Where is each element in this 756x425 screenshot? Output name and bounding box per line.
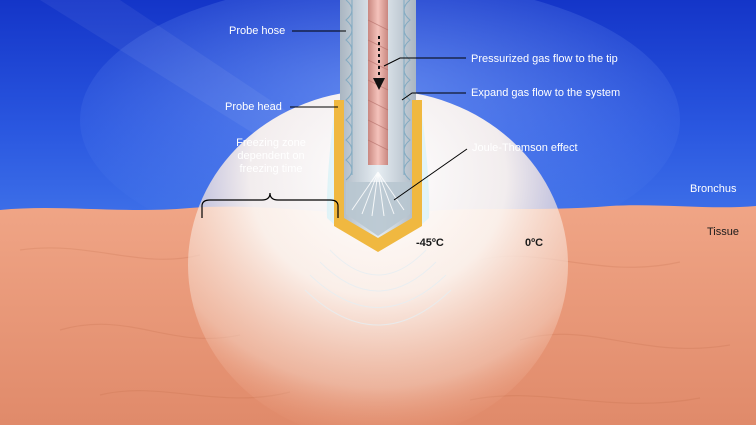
label-temp-edge: 0ºC	[525, 237, 544, 249]
leader-pressurized-gas	[383, 57, 466, 67]
label-temp-tip: -45ºC	[416, 237, 444, 249]
probe-head-gold	[334, 100, 422, 252]
label-freezing-zone: Freezing zone dependent on freezing time	[228, 137, 314, 176]
curly-brace-icon	[201, 192, 339, 218]
label-bronchus: Bronchus	[690, 183, 737, 195]
expansion-spray	[351, 171, 405, 217]
leader-joule-thomson	[393, 148, 468, 201]
label-pressurized-gas: Pressurized gas flow to the tip	[471, 53, 618, 65]
label-freezing-zone-line-1: Freezing zone	[236, 137, 306, 149]
label-probe-head: Probe head	[225, 101, 282, 113]
leader-expand-gas	[401, 92, 466, 101]
label-tissue: Tissue	[707, 226, 739, 238]
return-tubing	[345, 0, 411, 181]
label-probe-hose: Probe hose	[229, 25, 286, 37]
freezing-zone	[188, 90, 568, 425]
label-freezing-zone-line-2: dependent on	[237, 150, 305, 162]
ice-contours	[304, 249, 452, 326]
label-expand-gas: Expand gas flow to the system	[471, 87, 621, 99]
label-joule-thomson: Joule-Thomson effect	[472, 142, 578, 154]
dotted-down-arrow-icon	[373, 36, 385, 90]
label-freezing-zone-line-3: freezing time	[239, 163, 303, 175]
leader-lines	[290, 30, 468, 201]
